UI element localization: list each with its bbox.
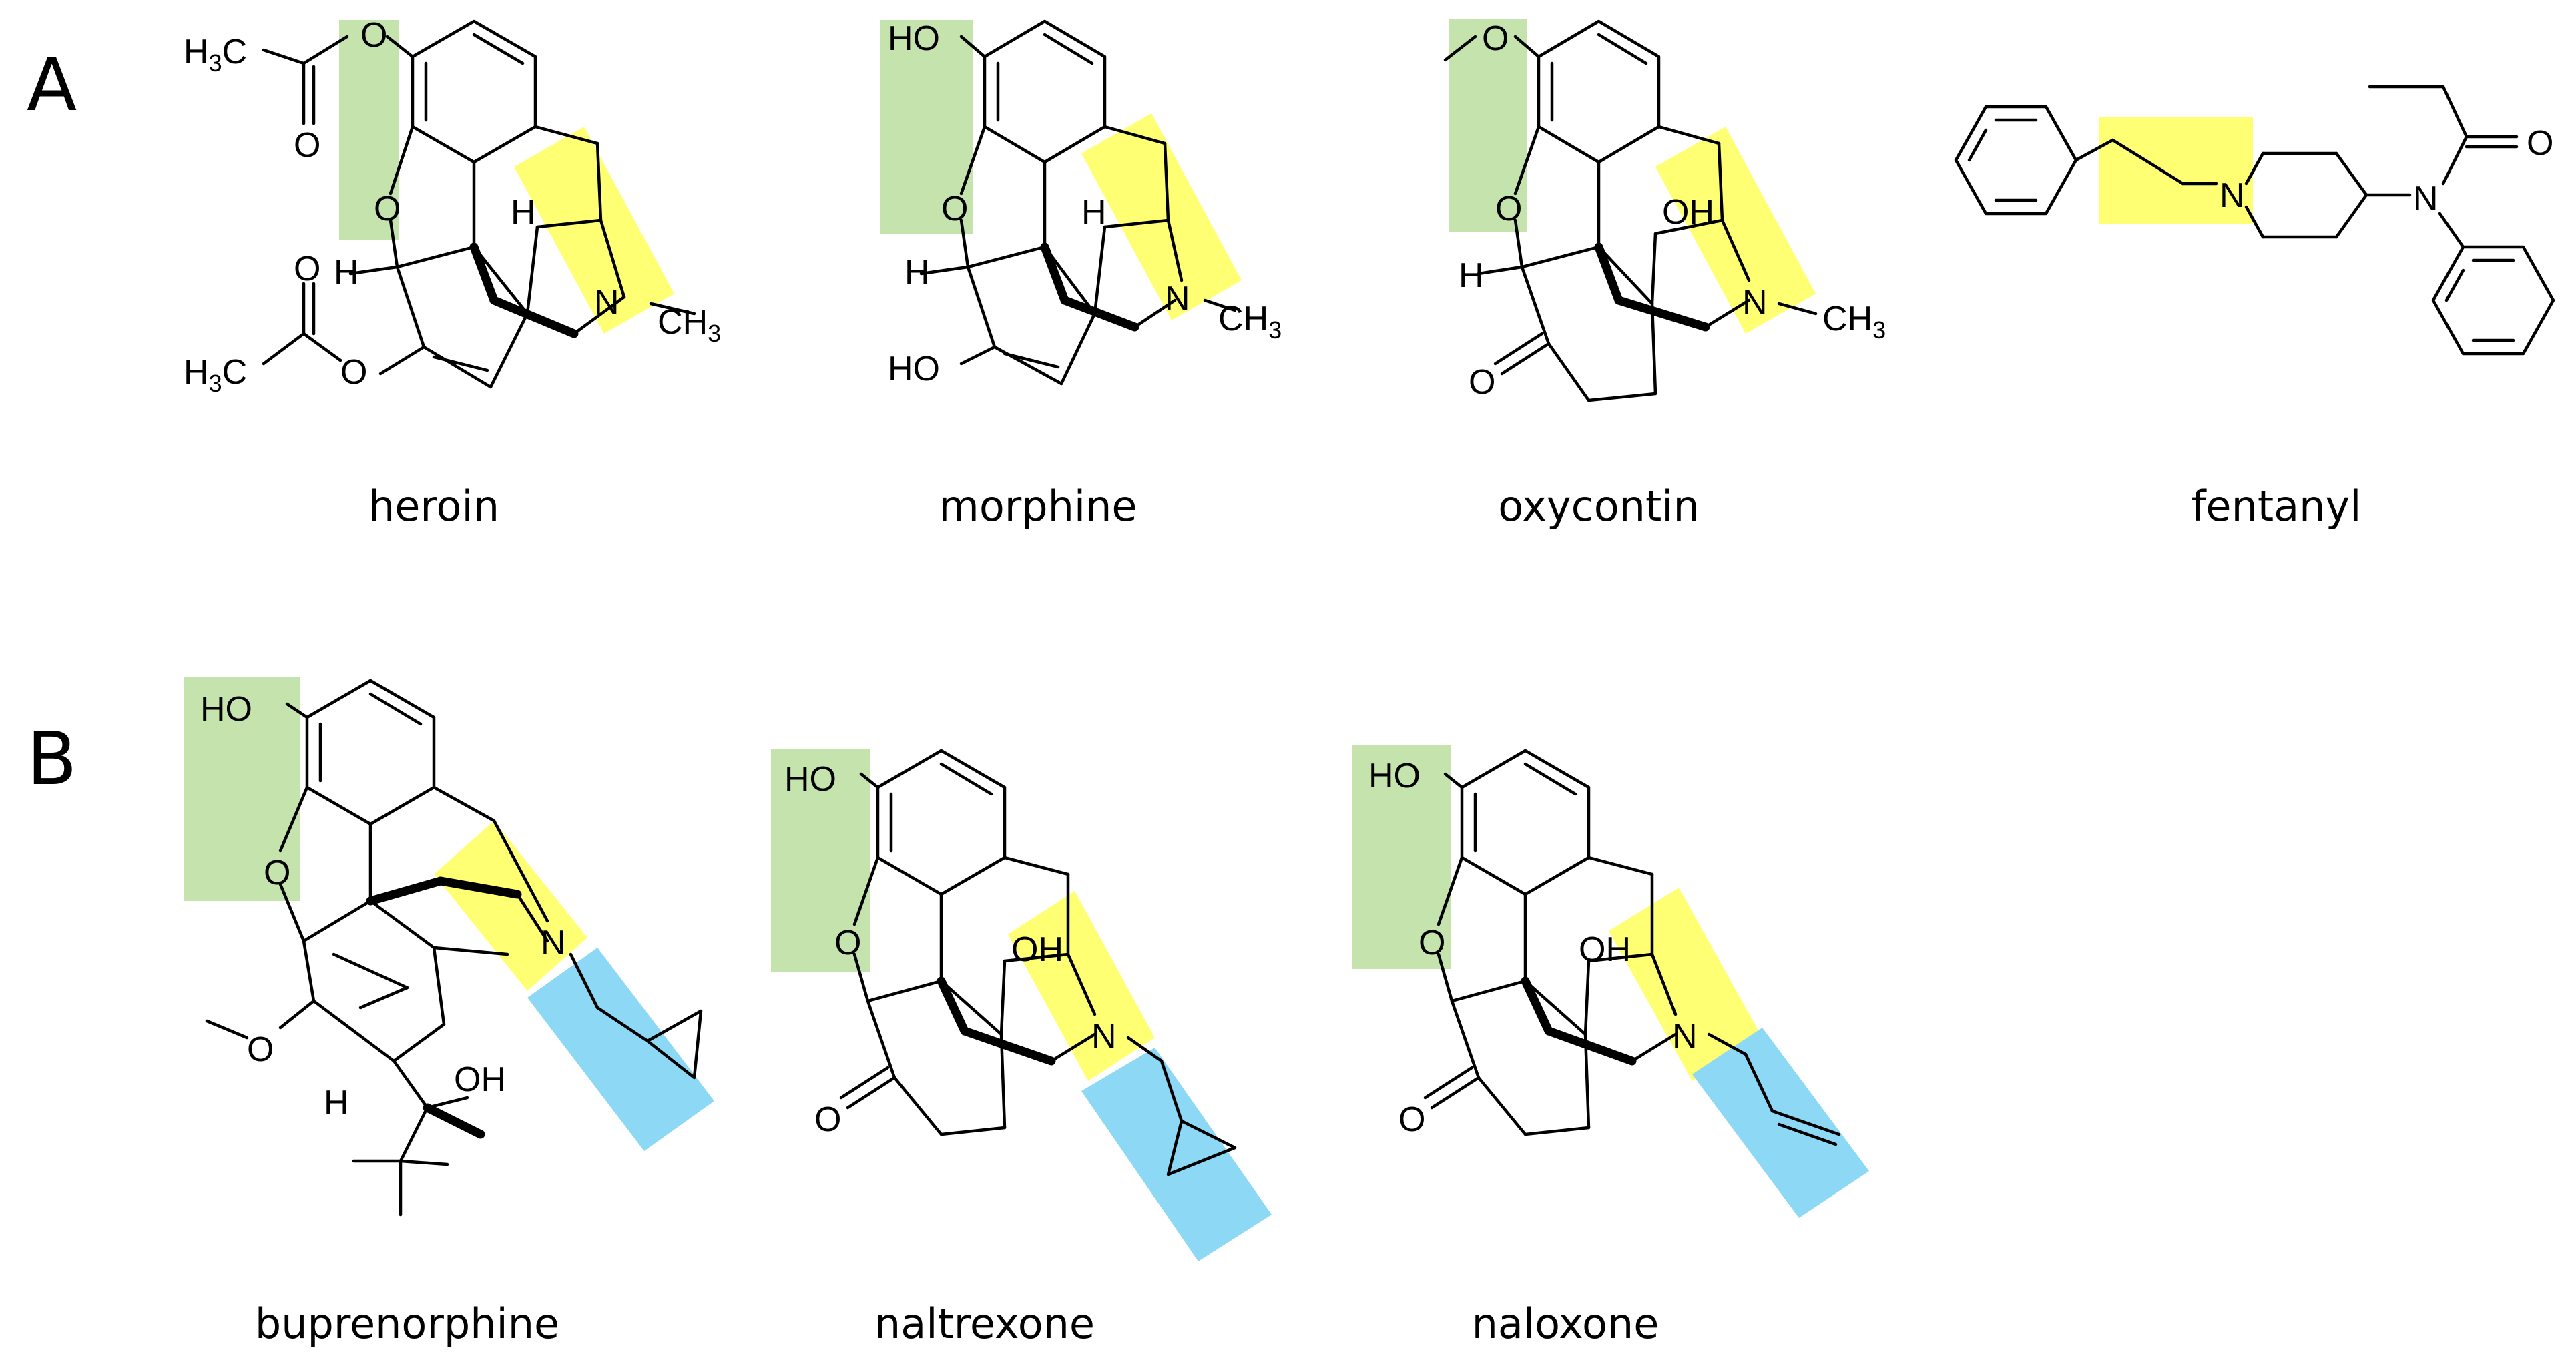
atom-label: N — [1672, 1017, 1698, 1056]
atom-label: OH — [454, 1060, 506, 1099]
highlight-yellow — [2099, 117, 2253, 224]
molecule-name: fentanyl — [2192, 482, 2362, 531]
atom-label: H3C — [184, 33, 247, 77]
atom-label: O — [294, 250, 320, 288]
atom-label: N — [1165, 280, 1190, 318]
molecule-name: heroin — [368, 482, 499, 531]
atom-label: N — [541, 924, 566, 962]
highlight-green — [184, 677, 300, 901]
atom-label: O — [294, 126, 320, 165]
atom-label: CH3 — [1822, 300, 1886, 344]
molecule-name: buprenorphine — [255, 1299, 559, 1348]
atom-label: O — [1419, 924, 1445, 962]
atom-label: N — [1742, 283, 1768, 322]
atom-label: CH3 — [1218, 300, 1282, 344]
molecule-buprenorphine: HO O O N H OH buprenorphine — [184, 677, 714, 1348]
molecule-fentanyl: N N O fentanyl — [1954, 85, 2555, 531]
atom-label: O — [1482, 19, 1509, 58]
atom-label: O — [941, 190, 968, 228]
highlight-green — [339, 20, 399, 240]
highlight-green — [1352, 745, 1451, 969]
highlight-green — [880, 20, 973, 234]
atom-label: OH — [1579, 930, 1631, 969]
atom-label: H — [324, 1084, 349, 1122]
molecule-naltrexone: HO O OH N O naltrexone — [771, 749, 1272, 1348]
highlight-yellow — [434, 821, 587, 991]
molecule-name: naloxone — [1472, 1299, 1659, 1348]
atom-label: O — [340, 353, 367, 392]
atom-label: H — [511, 193, 536, 232]
atom-label: O — [264, 854, 290, 892]
atom-label: HO — [1368, 757, 1421, 795]
molecule-naloxone: HO O OH N O naloxone — [1352, 745, 1869, 1348]
atom-label: HO — [784, 760, 836, 799]
atom-label: HO — [888, 350, 940, 388]
molecule-name: naltrexone — [874, 1299, 1095, 1348]
atom-label: O — [1398, 1100, 1425, 1139]
atom-label: HO — [888, 19, 940, 58]
molecule-name: morphine — [939, 482, 1137, 531]
atom-label: O — [360, 16, 387, 55]
atom-label: N — [2413, 180, 2438, 218]
highlight-green — [1449, 19, 1527, 232]
atom-label: O — [1469, 363, 1495, 402]
atom-label: O — [814, 1100, 841, 1139]
atom-label: HO — [200, 690, 252, 729]
atom-label: OH — [1011, 930, 1063, 969]
highlight-blue — [527, 948, 714, 1151]
atom-label: O — [2527, 124, 2553, 163]
highlight-yellow — [1609, 888, 1762, 1081]
highlight-yellow — [514, 127, 674, 334]
molecule-oxycontin: O O H OH N CH3 O oxycontin — [1443, 19, 1886, 531]
atom-label: N — [594, 283, 619, 322]
atom-label: O — [374, 190, 401, 228]
atom-label: N — [1091, 1017, 1117, 1056]
molecule-heroin: H3C O O O H H N CH3 O H3C O heroin — [184, 16, 721, 531]
atom-label: H3C — [184, 353, 247, 397]
molecule-morphine: HO O H H N CH3 HO morphine — [880, 19, 1282, 531]
highlight-yellow — [1655, 127, 1816, 334]
atom-label: H — [1081, 193, 1107, 232]
atom-label: CH3 — [658, 303, 721, 347]
highlight-yellow — [1081, 113, 1242, 320]
highlight-green — [771, 749, 870, 972]
panel-label-a: A — [27, 42, 77, 127]
atom-label: O — [834, 924, 861, 962]
atom-label: O — [1495, 190, 1522, 228]
atom-label: H — [1459, 256, 1484, 295]
panel-label-b: B — [27, 716, 77, 801]
highlight-blue — [1081, 1048, 1272, 1261]
atom-label: H — [905, 253, 930, 292]
atom-label: H — [334, 253, 359, 292]
atom-label: N — [2220, 176, 2245, 215]
molecule-name: oxycontin — [1498, 482, 1700, 531]
highlight-blue — [1692, 1028, 1869, 1218]
atom-label: O — [247, 1030, 274, 1069]
atom-label: OH — [1662, 193, 1714, 232]
